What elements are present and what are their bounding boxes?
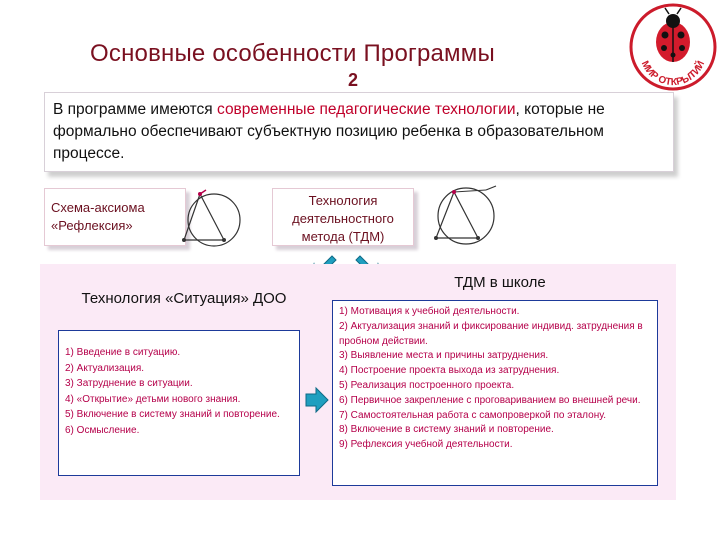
list-item: 6) Осмысление. <box>65 424 140 436</box>
school-title: ТДМ в школе <box>454 274 546 291</box>
page-title: Основные особенности Программы <box>90 40 495 67</box>
intro-part-1: В программе имеются <box>53 101 218 118</box>
situation-title: Технология «Ситуация» ДОО <box>81 290 287 307</box>
list-item: 5) Реализация построенного проекта. <box>339 379 515 391</box>
list-item: 2) Актуализация. <box>65 362 145 374</box>
list-item: 2) Актуализация знаний и фиксирование ин… <box>339 320 643 347</box>
list-item: 3) Затруднение в ситуации. <box>65 378 193 389</box>
list-item: 8) Включение в систему знаний и повторен… <box>339 424 554 436</box>
tdm-box: Технология деятельностного метода (ТДМ) <box>272 188 414 246</box>
school-steps-list: 1) Мотивация к учебной деятельности. 2) … <box>332 300 658 486</box>
list-item: 3) Выявление места и причины затруднения… <box>339 350 549 362</box>
list-item: 9) Рефлексия учебной деятельности. <box>339 439 513 451</box>
intro-part-2: , которые не формально обеспечивают субъ… <box>53 101 605 162</box>
schema-box: Схема-аксиома «Рефлексия» <box>44 188 186 246</box>
list-item: 1) Введение в ситуацию. <box>65 347 181 358</box>
reflection-diagram-icon <box>182 189 241 247</box>
list-item: 4) Построение проекта выхода из затрудне… <box>339 365 560 377</box>
list-item: 4) «Открытие» детьми нового знания. <box>65 393 241 405</box>
intro-text: В программе имеются современные педагоги… <box>53 99 673 165</box>
tdm-diagram-icon <box>434 185 497 245</box>
list-item: 6) Первичное закрепление с проговаривани… <box>339 394 641 406</box>
list-item: 1) Мотивация к учебной деятельности. <box>339 306 520 317</box>
schema-label: Схема-аксиома «Рефлексия» <box>51 200 145 233</box>
page-number: 2 <box>340 70 366 92</box>
list-item: 5) Включение в систему знаний и повторен… <box>65 409 280 420</box>
intro-highlight: современные педагогические технологии <box>217 101 516 118</box>
arrow-right-icon <box>305 386 329 414</box>
intro-box: В программе имеются современные педагоги… <box>44 92 674 172</box>
situation-steps-list: 1) Введение в ситуацию. 2) Актуализация.… <box>58 330 300 476</box>
list-item: 7) Самостоятельная работа с самопроверко… <box>339 409 606 421</box>
ladybug-logo: МИР ОТКРЫТИЙ <box>629 3 717 91</box>
